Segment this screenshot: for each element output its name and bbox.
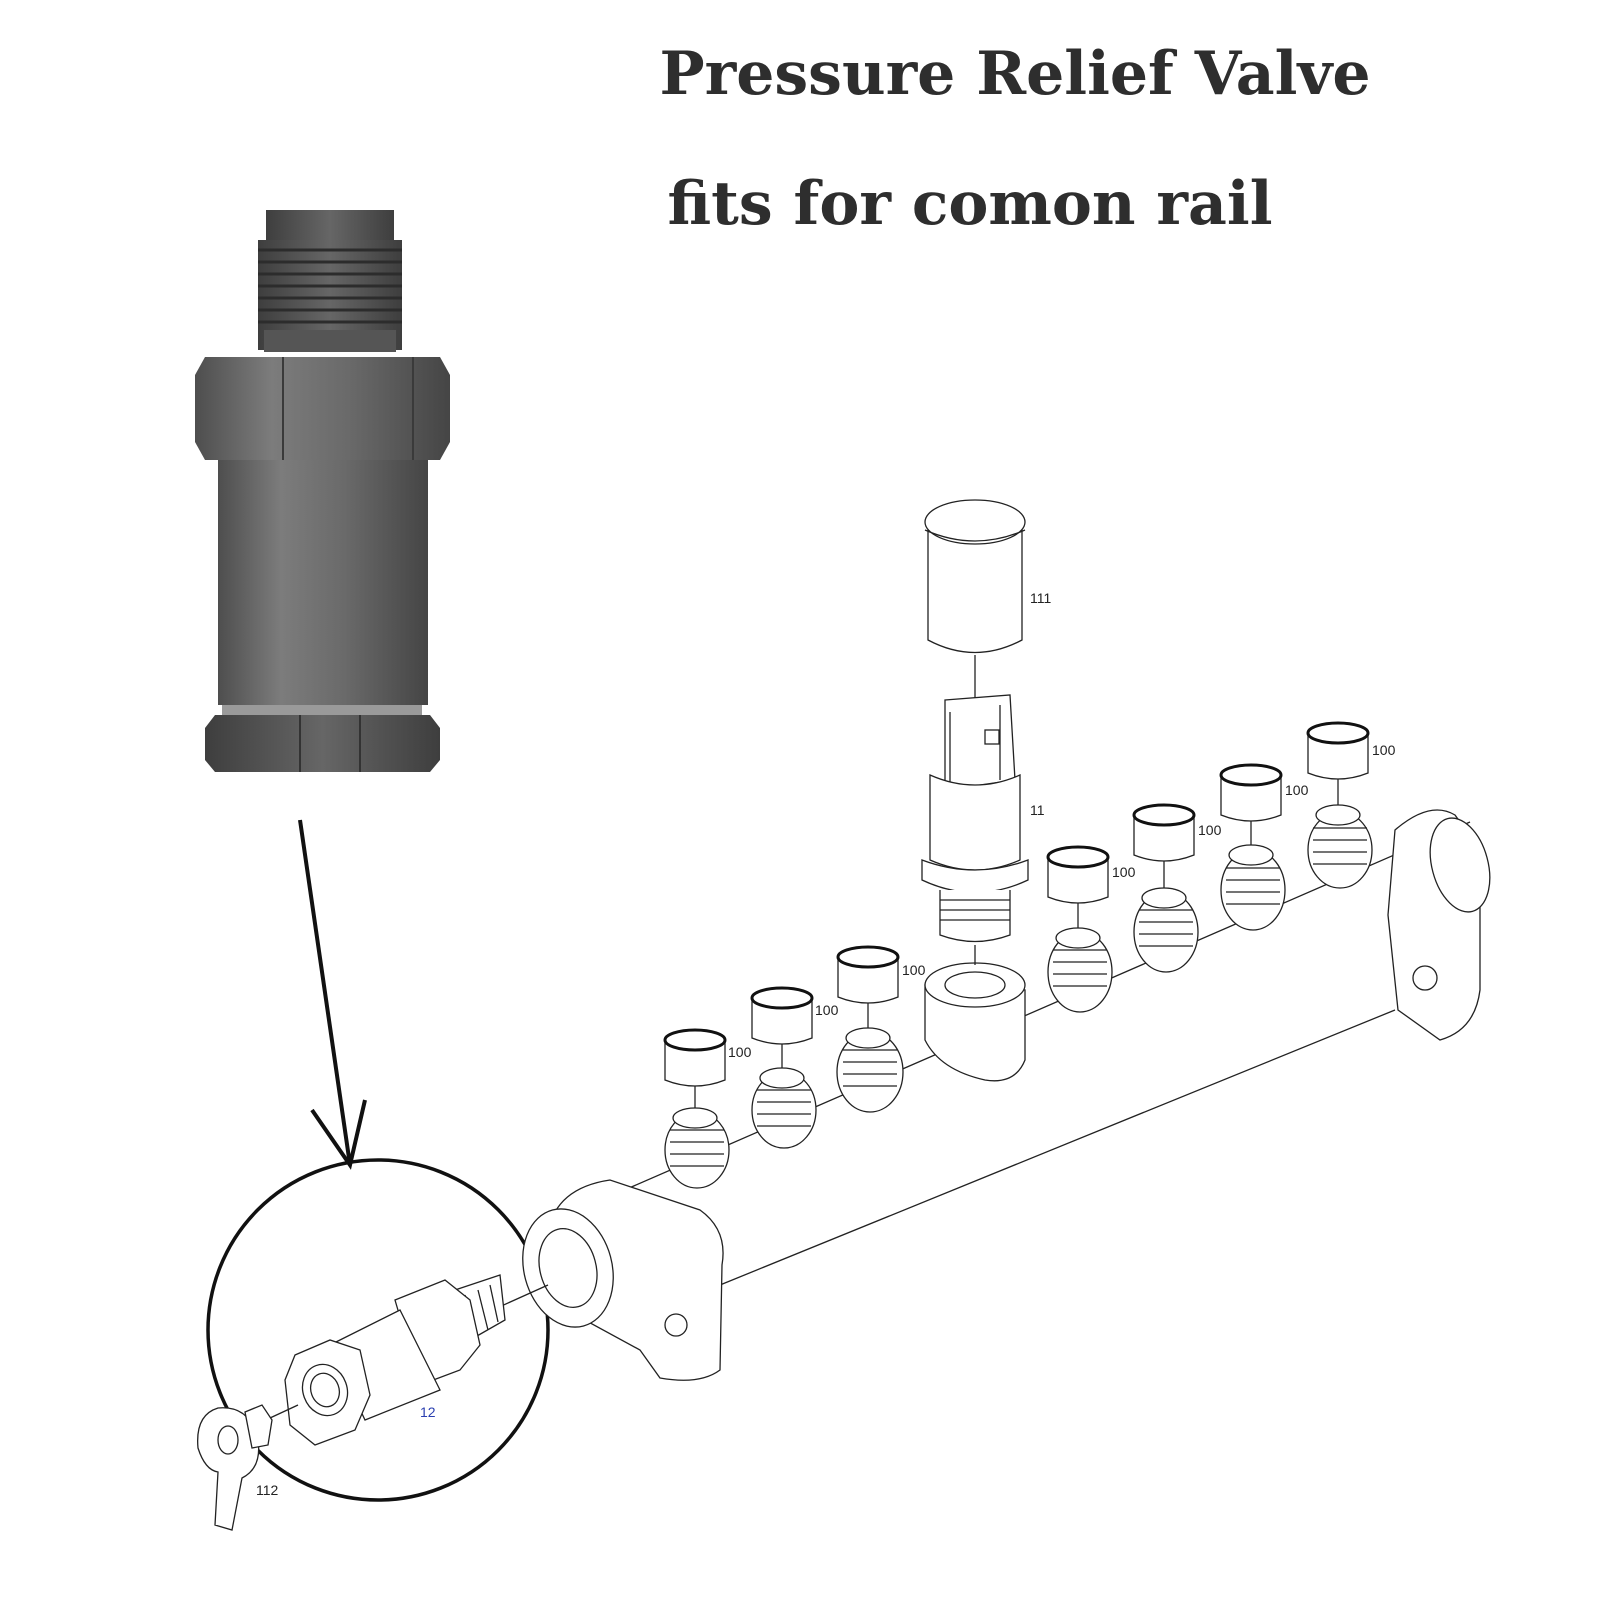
arrow-down-icon: [298, 819, 367, 1170]
relief-valve-photo: [195, 210, 450, 772]
label-100-c: 100: [902, 962, 926, 978]
common-rail-body: [522, 809, 1491, 1381]
port-5: [1132, 803, 1199, 973]
relief-valve-drawing: [269, 1274, 549, 1446]
label-100-f: 100: [1285, 782, 1309, 798]
port-1: [663, 1028, 730, 1189]
label-100-a: 100: [728, 1044, 752, 1060]
pressure-sensor: [921, 694, 1029, 965]
port-7: [1306, 721, 1373, 889]
label-100-b: 100: [815, 1002, 839, 1018]
label-12: 12: [420, 1404, 436, 1420]
label-111: 111: [1030, 590, 1051, 606]
label-100-g: 100: [1372, 742, 1396, 758]
port-3: [836, 945, 904, 1113]
sensor-cap: [924, 499, 1026, 705]
port-6: [1219, 763, 1286, 931]
title-line-2: fits for comon rail: [667, 169, 1273, 239]
label-100-e: 100: [1198, 822, 1222, 838]
label-11: 11: [1030, 802, 1045, 818]
port-4: [1046, 845, 1113, 1013]
label-112: 112: [256, 1482, 279, 1498]
highlight-circle: [206, 1158, 550, 1502]
label-100-d: 100: [1112, 864, 1136, 880]
port-2: [750, 986, 817, 1149]
title-line-1: Pressure Relief Valve: [659, 39, 1371, 109]
tag-112: [197, 1404, 273, 1531]
